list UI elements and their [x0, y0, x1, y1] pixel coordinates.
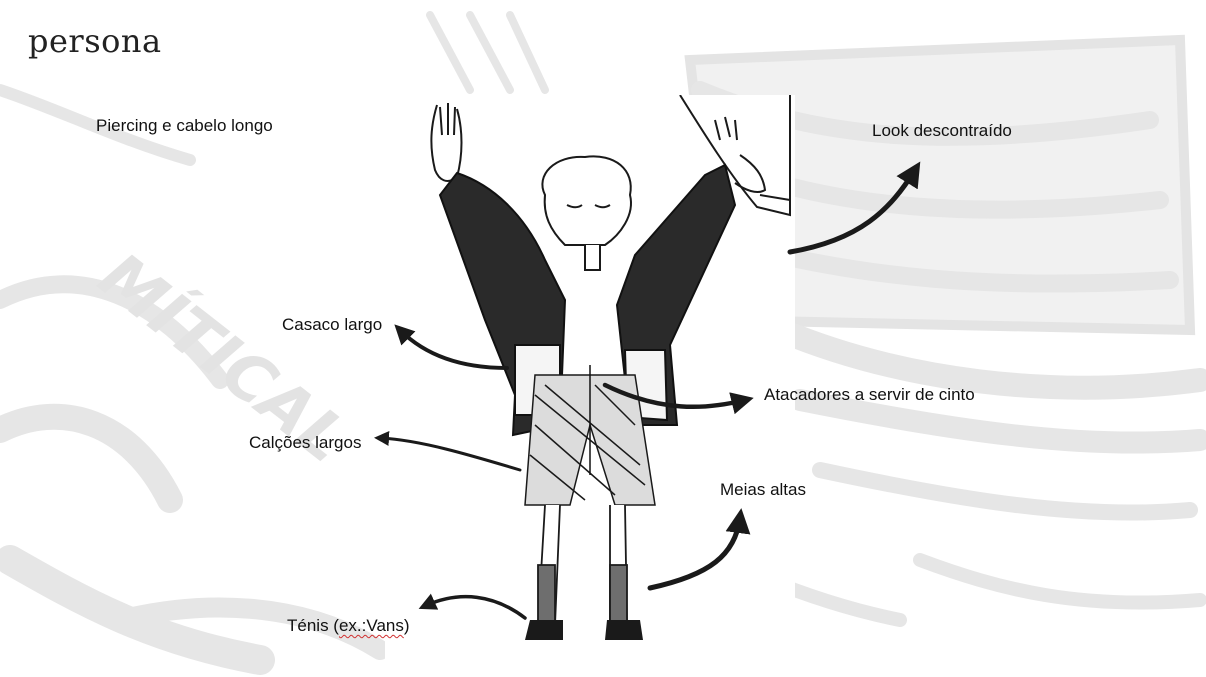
- label-shoes: Ténis (ex.:Vans): [287, 616, 410, 636]
- label-shoes-prefix: Ténis (: [287, 616, 339, 635]
- label-shorts: Calções largos: [249, 433, 361, 453]
- arrow-shoes: [425, 597, 525, 618]
- arrow-shorts: [380, 438, 520, 470]
- label-jacket: Casaco largo: [282, 315, 382, 335]
- label-laces: Atacadores a servir de cinto: [764, 385, 975, 405]
- arrow-jacket: [400, 330, 507, 368]
- label-socks: Meias altas: [720, 480, 806, 500]
- label-piercing: Piercing e cabelo longo: [96, 116, 273, 136]
- label-look: Look descontraído: [872, 121, 1012, 141]
- label-shoes-example: ex.:Vans: [339, 616, 404, 635]
- label-shoes-suffix: ): [404, 616, 410, 635]
- arrow-laces: [605, 385, 745, 407]
- arrow-socks: [650, 518, 740, 588]
- arrow-look: [790, 170, 915, 252]
